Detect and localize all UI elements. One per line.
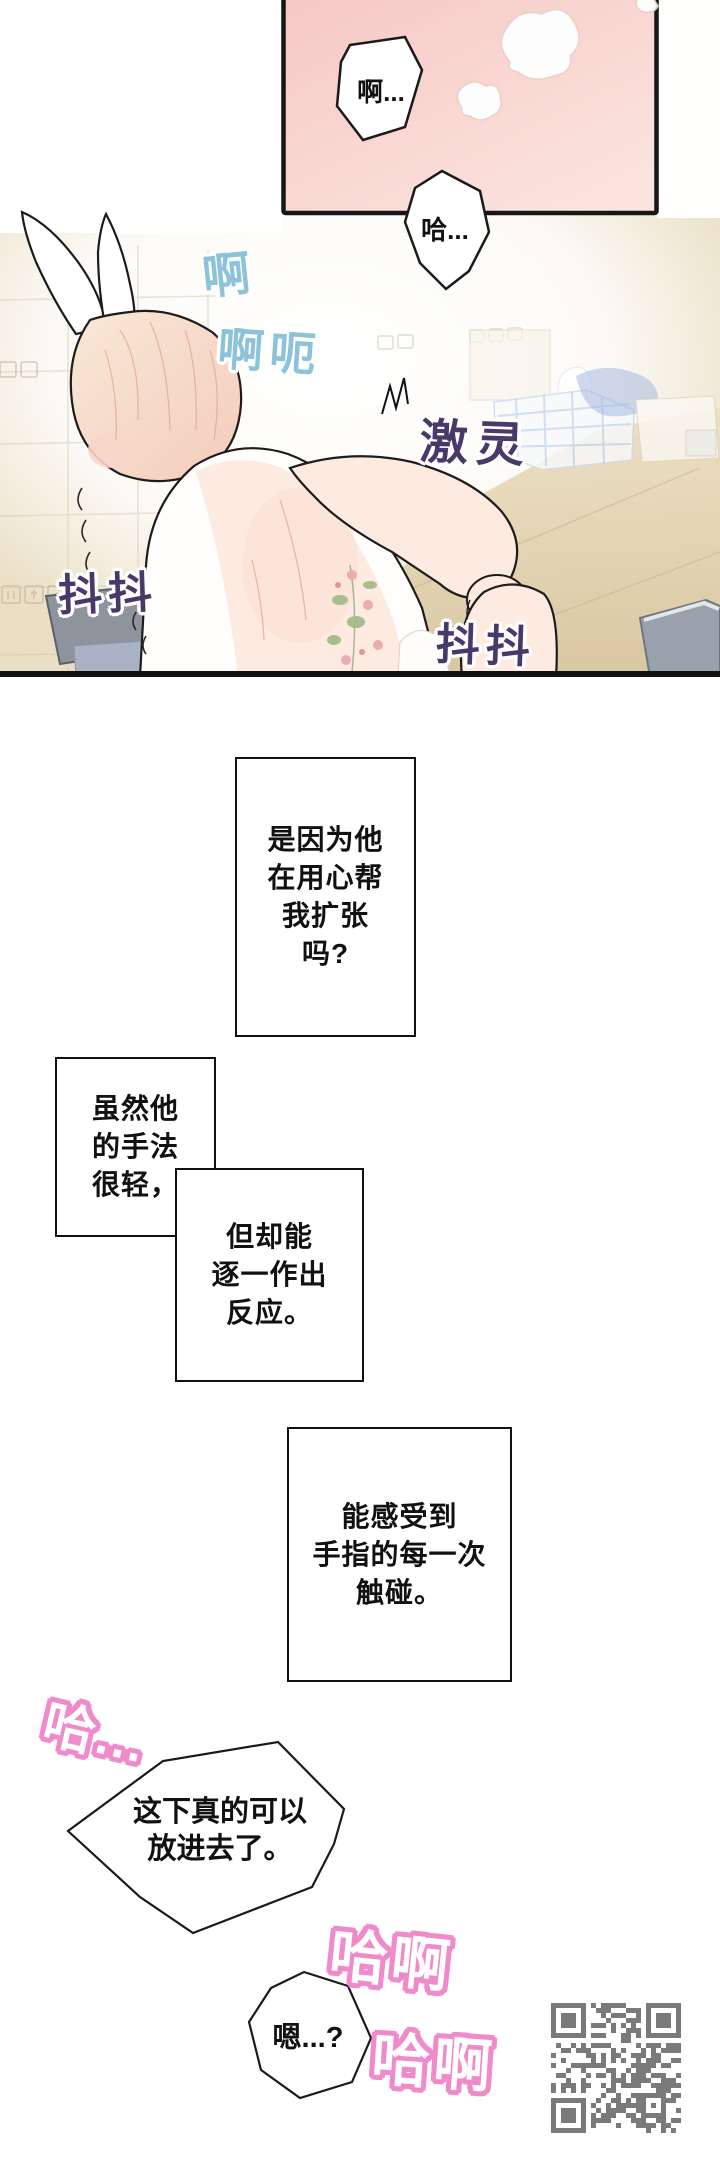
faint-box bbox=[469, 329, 551, 401]
chair-right-corner bbox=[638, 598, 720, 677]
speech-bubble-reply-text: 嗯...? bbox=[272, 2022, 344, 2054]
wall-sticker-icons bbox=[0, 327, 523, 604]
scene-top-panel bbox=[0, 0, 720, 677]
spine-lines bbox=[251, 499, 307, 641]
tissue-box-plaid bbox=[497, 391, 632, 467]
white-corner-right bbox=[657, 0, 720, 218]
startle-spark bbox=[381, 377, 409, 415]
sfx-moan-2: 啊呃 bbox=[216, 322, 324, 382]
background-boxes bbox=[469, 329, 720, 471]
narration-box-1-text: 是因为他 在用心帮 我扩张 吗? bbox=[267, 824, 384, 969]
small-item bbox=[685, 429, 717, 457]
hair-strands bbox=[104, 321, 218, 441]
panel-bottom-border bbox=[0, 671, 720, 677]
narration-box-1: 是因为他 在用心帮 我扩张 吗? bbox=[235, 757, 416, 1037]
back-shading bbox=[242, 487, 358, 643]
qr-code bbox=[551, 2003, 681, 2133]
speech-bubble-ah-shape bbox=[335, 35, 424, 142]
narration-box-2-text: 虽然他 的手法 很轻， bbox=[91, 1093, 179, 1200]
narration-box-4-text: 能感受到 手指的每一次 触碰。 bbox=[312, 1500, 487, 1608]
speech-bubble-reply-shape bbox=[247, 1970, 373, 2100]
sfx-jolt: 激灵 bbox=[418, 416, 533, 473]
speech-bubble-main-text: 这下真的可以 放进去了。 bbox=[132, 1796, 307, 1865]
speech-bubble-ha-text: 哈... bbox=[421, 215, 469, 245]
sfx-haa-1: 哈啊 bbox=[326, 1922, 457, 2001]
clothing-hem bbox=[397, 630, 451, 677]
bunny-character bbox=[20, 210, 558, 677]
speech-bubble-main-shape bbox=[66, 1740, 346, 1935]
narration-box-4: 能感受到 手指的每一次 触碰。 bbox=[287, 1427, 512, 1682]
flower-tattoo bbox=[327, 564, 383, 673]
sfx-haa-2: 哈啊 bbox=[369, 2026, 498, 2101]
sfx-moan-1: 啊 bbox=[199, 247, 254, 306]
sfx-tremble-left: 抖抖 bbox=[57, 568, 159, 621]
steam-puffs bbox=[456, 0, 659, 121]
speech-bubble-ah-text: 啊... bbox=[357, 77, 405, 107]
speech-bubble-ha-shape bbox=[403, 169, 491, 291]
cheek bbox=[88, 432, 136, 468]
knee bbox=[459, 583, 558, 677]
narration-box-3: 但却能 逐一作出 反应。 bbox=[175, 1168, 364, 1382]
tremble-marks bbox=[77, 487, 147, 655]
tissue-box bbox=[493, 389, 635, 471]
sfx-tremble-right: 抖抖 bbox=[435, 620, 537, 673]
white-corner-left bbox=[0, 0, 283, 233]
narration-box-3-text: 但却能 逐一作出 反应。 bbox=[211, 1221, 328, 1328]
floor bbox=[330, 408, 720, 677]
